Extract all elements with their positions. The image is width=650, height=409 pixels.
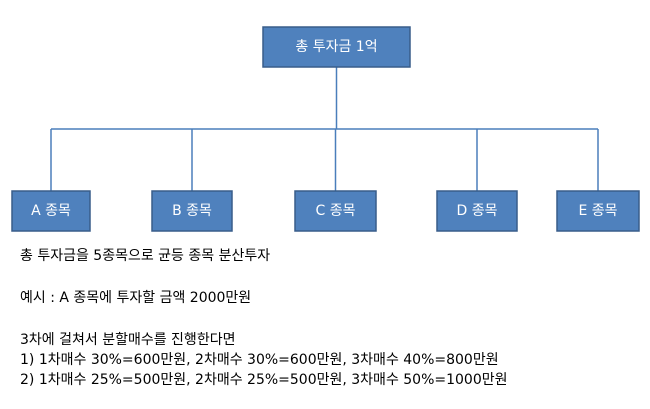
child-label: E 종목 <box>578 203 617 219</box>
root-label: 총 투자금 1억 <box>295 39 377 55</box>
notes: 총 투자금을 5종목으로 균등 종목 분산투자 예시 : A 종목에 투자할 금… <box>20 246 640 390</box>
child-box <box>294 190 377 232</box>
child-label: C 종목 <box>316 203 356 219</box>
child-label: D 종목 <box>457 203 498 219</box>
child-node-2: B 종목 <box>151 190 233 232</box>
root-node: 총 투자금 1억 <box>262 26 411 68</box>
child-label: A 종목 <box>31 203 71 219</box>
child-box <box>151 190 233 232</box>
child-node-1: A 종목 <box>11 190 91 232</box>
root-box <box>262 26 411 68</box>
child-label: B 종목 <box>172 203 212 219</box>
org-chart: 총 투자금 1억 A 종목 B 종목 C 종목 D 종목 E 종목 <box>11 26 640 232</box>
child-node-4: D 종목 <box>436 190 518 232</box>
child-nodes: A 종목 B 종목 C 종목 D 종목 E 종목 <box>11 190 640 232</box>
connector-lines <box>50 67 599 191</box>
note-summary: 총 투자금을 5종목으로 균등 종목 분산투자 <box>20 248 271 264</box>
child-node-5: E 종목 <box>556 190 640 232</box>
child-box <box>556 190 640 232</box>
note-split-intro: 3차에 걸쳐서 분할매수를 진행한다면 <box>20 332 236 348</box>
child-box <box>436 190 518 232</box>
note-example: 예시 : A 종목에 투자할 금액 2000만원 <box>20 290 252 306</box>
child-node-3: C 종목 <box>294 190 377 232</box>
note-plan-1: 1) 1차매수 30%=600만원, 2차매수 30%=600만원, 3차매수 … <box>20 352 499 368</box>
child-box <box>11 190 91 232</box>
note-plan-2: 2) 1차매수 25%=500만원, 2차매수 25%=500만원, 3차매수 … <box>20 372 508 388</box>
